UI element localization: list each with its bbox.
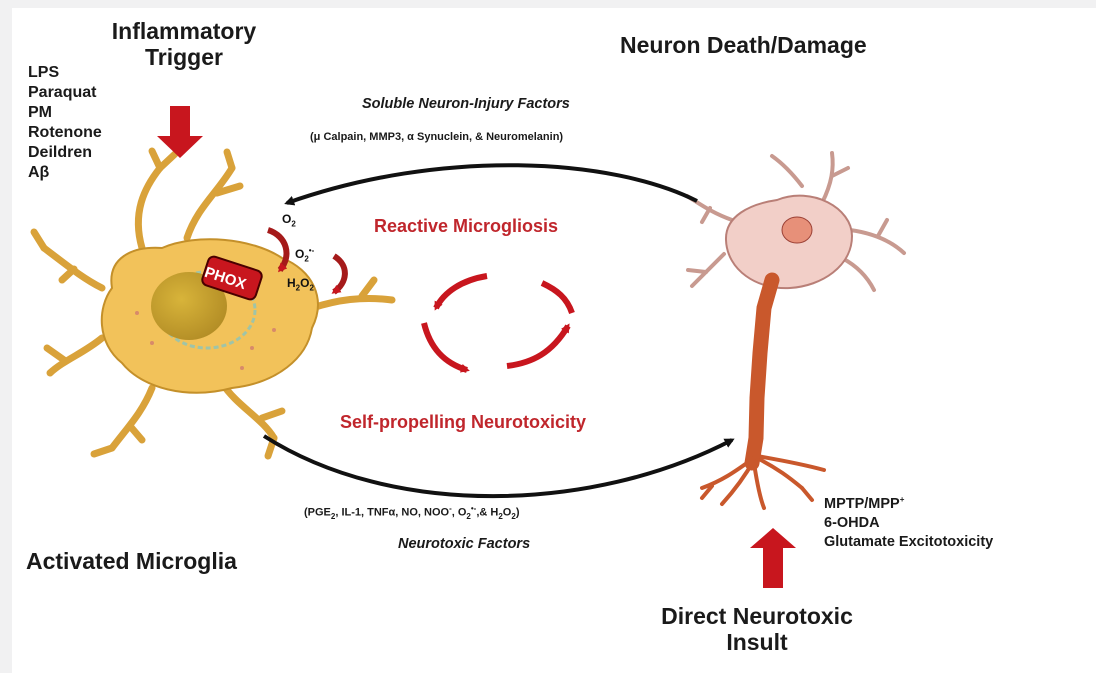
inflammatory-trigger-line2: Trigger	[84, 44, 284, 70]
superoxide-label: O2•-	[295, 246, 314, 263]
trigger-item: Deildren	[28, 143, 102, 163]
trigger-list: LPS Paraquat PM Rotenone Deildren Aβ	[28, 63, 102, 183]
cycle-arrows	[424, 276, 572, 370]
direct-insult-line1: Direct Neurotoxic	[612, 603, 902, 629]
reactive-microgliosis-label: Reactive Microgliosis	[374, 216, 558, 237]
trigger-item: Paraquat	[28, 83, 102, 103]
neurotoxic-factors-title: Neurotoxic Factors	[398, 536, 530, 552]
top-arc-arrow	[287, 165, 697, 203]
neurotoxic-factors-detail: (PGE2, IL-1, TNFα, NO, NOO-, O2•-,& H2O2…	[304, 504, 519, 521]
soluble-factors-detail: (μ Calpain, MMP3, α Synuclein, & Neurome…	[310, 131, 563, 143]
trigger-item: Aβ	[28, 163, 102, 183]
inflammatory-trigger-line1: Inflammatory	[84, 18, 284, 44]
diagram-canvas: Inflammatory Trigger Neuron Death/Damage…	[12, 8, 1096, 673]
self-propelling-neurotoxicity-label: Self-propelling Neurotoxicity	[340, 412, 586, 433]
neuron-cell	[687, 153, 904, 508]
activated-microglia-title: Activated Microglia	[26, 548, 237, 574]
microglia-cell	[34, 151, 392, 456]
insult-list: MPTP/MPP+ 6-OHDA Glutamate Excitotoxicit…	[824, 490, 993, 552]
o2-label: O2	[282, 212, 296, 228]
direct-insult-line2: Insult	[612, 629, 902, 655]
h2o2-label: H2O2	[287, 276, 314, 292]
trigger-arrow	[157, 106, 203, 158]
direct-insult-title: Direct Neurotoxic Insult	[612, 603, 902, 655]
insult-item-mptp: MPTP/MPP+	[824, 490, 993, 514]
insult-item-glutamate: Glutamate Excitotoxicity	[824, 533, 993, 552]
neuron-death-title: Neuron Death/Damage	[620, 32, 867, 58]
insult-arrow	[750, 528, 796, 588]
trigger-item: PM	[28, 103, 102, 123]
inflammatory-trigger-title: Inflammatory Trigger	[84, 18, 284, 70]
trigger-item: Rotenone	[28, 123, 102, 143]
insult-item-ohda: 6-OHDA	[824, 514, 993, 533]
bottom-arc-arrow	[264, 436, 732, 496]
trigger-item: LPS	[28, 63, 102, 83]
soluble-factors-title: Soluble Neuron-Injury Factors	[362, 96, 570, 112]
